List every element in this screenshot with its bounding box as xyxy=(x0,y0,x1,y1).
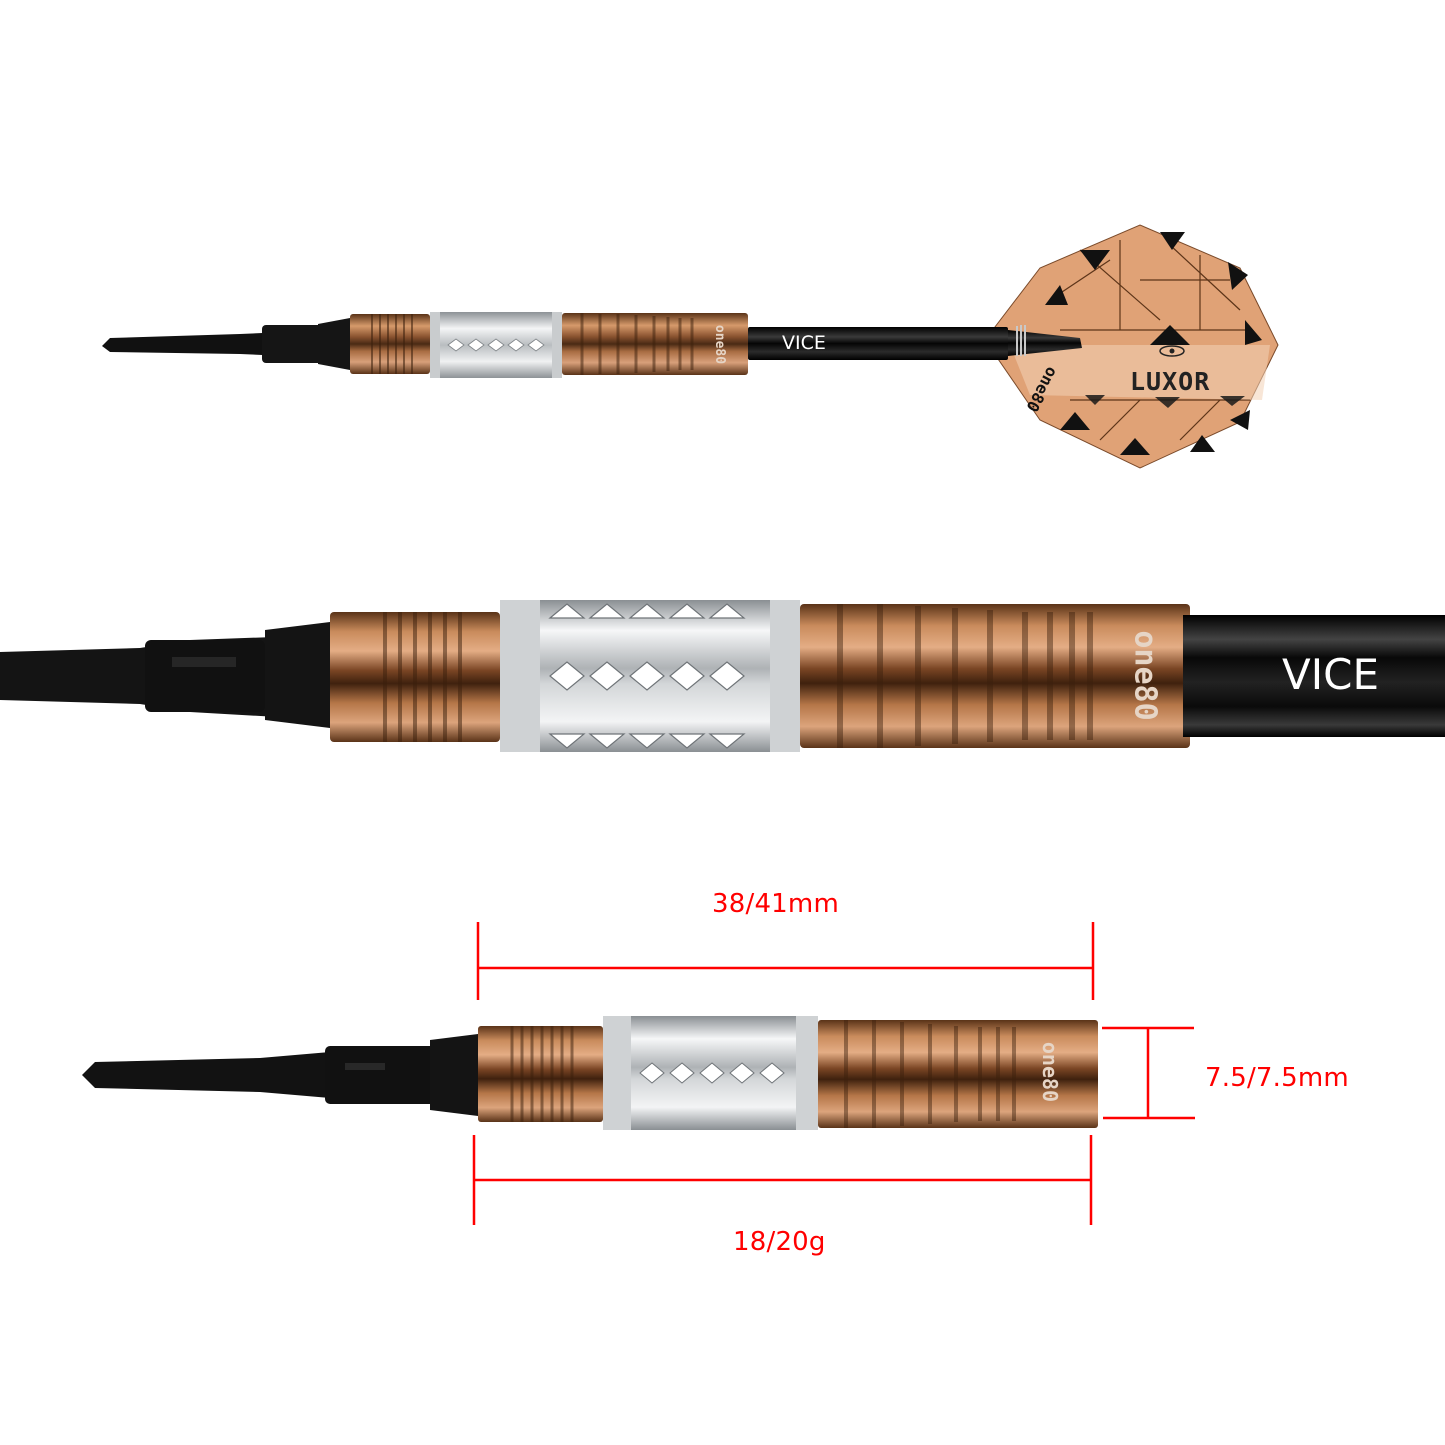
full-dart-graphic xyxy=(102,224,1279,469)
flight xyxy=(984,224,1279,469)
full-dart-view: VICE one80 LUXOR one80 xyxy=(0,210,1445,500)
barrel-closeup-view: VICE one80 xyxy=(0,580,1445,780)
dimension-barrel-brand-text: one80 xyxy=(1038,1041,1063,1103)
length-label: 38/41mm xyxy=(712,889,839,919)
barrel-closeup-graphic xyxy=(0,600,1445,752)
closeup-shaft-brand-text: VICE xyxy=(1282,650,1379,699)
closeup-barrel-brand-text: one80 xyxy=(1127,630,1163,721)
barrel-brand-text: one80 xyxy=(712,324,728,365)
flight-title-text: LUXOR xyxy=(1130,367,1211,396)
weight-label: 18/20g xyxy=(733,1227,826,1257)
barrel-dimension-view: one80 xyxy=(0,1000,1445,1180)
shaft-brand-text: VICE xyxy=(782,332,826,354)
dimension-dart-graphic xyxy=(82,1016,1098,1130)
